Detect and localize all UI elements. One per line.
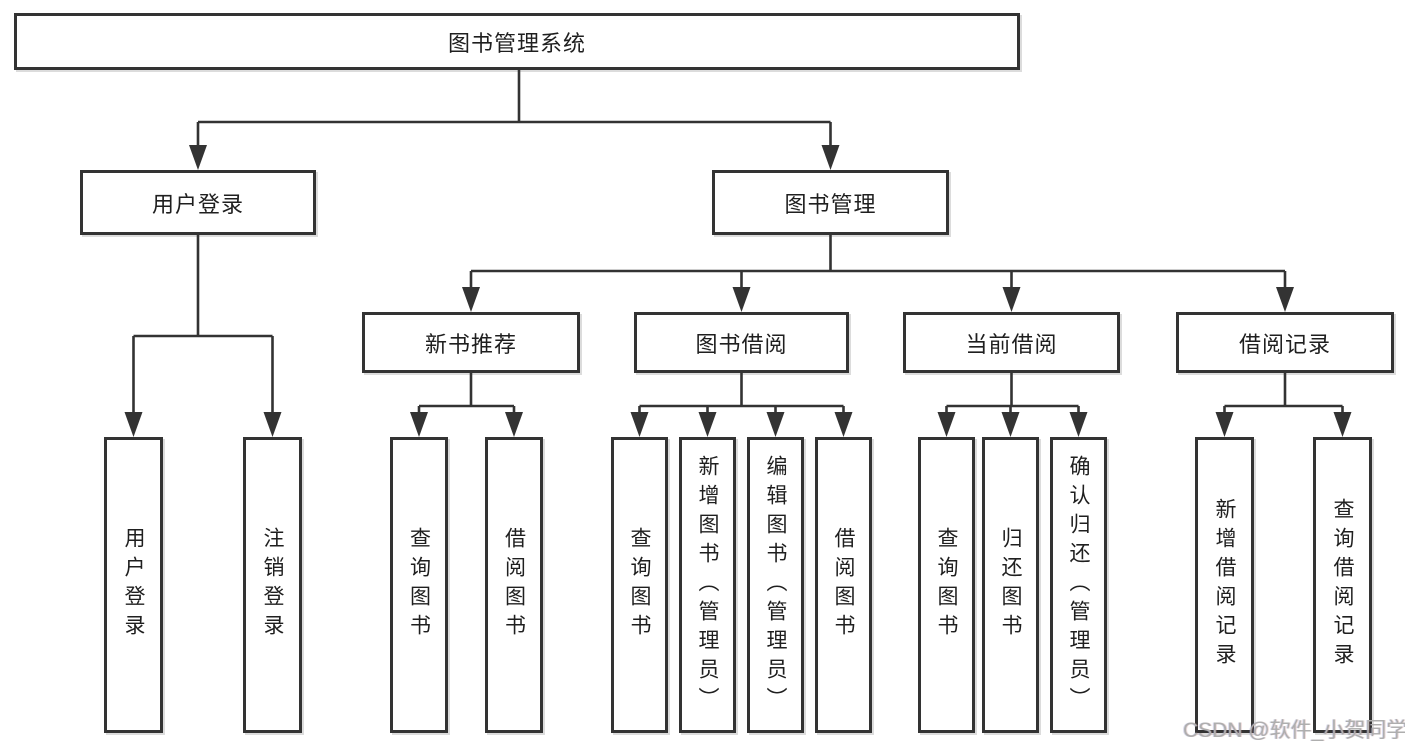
node-library-management-system: 图书管理系统 bbox=[14, 13, 1020, 70]
node-new-book-recommend: 新书推荐 bbox=[362, 312, 580, 373]
leaf-user-login: 用户登录 bbox=[104, 437, 163, 733]
connector-root-to-level2 bbox=[189, 70, 840, 170]
leaf-logout-login: 注销登录 bbox=[243, 437, 302, 733]
connector-recommend-children bbox=[410, 373, 523, 437]
leaf-confirm-return-admin: 确认归还（管理员） bbox=[1050, 437, 1107, 733]
leaf-add-book-admin: 新增图书（管理员） bbox=[679, 437, 736, 733]
leaf-borrow-book: 借阅图书 bbox=[815, 437, 872, 733]
leaf-query-borrow-record: 查询借阅记录 bbox=[1313, 437, 1372, 733]
node-book-management: 图书管理 bbox=[712, 170, 949, 235]
connector-user-login-children bbox=[124, 235, 282, 437]
connector-book-management-children bbox=[462, 235, 1294, 312]
csdn-watermark: CSDN @软件_小贺同学 bbox=[1183, 719, 1405, 742]
node-current-borrow: 当前借阅 bbox=[903, 312, 1120, 373]
node-book-borrow: 图书借阅 bbox=[634, 312, 849, 373]
leaf-query-book-current: 查询图书 bbox=[918, 437, 975, 733]
node-user-login: 用户登录 bbox=[80, 170, 316, 235]
node-borrow-records: 借阅记录 bbox=[1176, 312, 1394, 373]
leaf-borrow-book-recommend: 借阅图书 bbox=[485, 437, 543, 733]
leaf-query-book-recommend: 查询图书 bbox=[390, 437, 448, 733]
leaf-add-borrow-record: 新增借阅记录 bbox=[1195, 437, 1254, 733]
connector-records-children bbox=[1215, 373, 1352, 437]
leaf-return-book: 归还图书 bbox=[982, 437, 1039, 733]
leaf-query-book-borrow: 查询图书 bbox=[611, 437, 668, 733]
connector-borrow-children bbox=[630, 373, 853, 437]
leaf-edit-book-admin: 编辑图书（管理员） bbox=[747, 437, 804, 733]
connector-current-children bbox=[937, 373, 1088, 437]
